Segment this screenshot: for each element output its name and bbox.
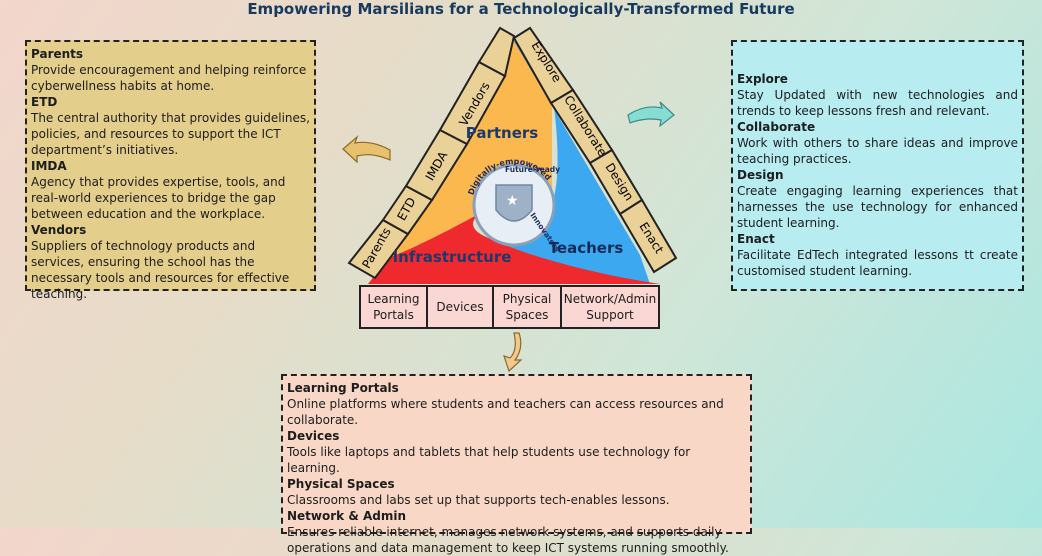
etd-heading: ETD	[31, 95, 58, 109]
imda-heading: IMDA	[31, 159, 67, 173]
collaborate-text: Work with others to share ideas and impr…	[737, 136, 1018, 166]
triangle-diagram: ★ Digitally-empowered Future-ready Innov…	[342, 26, 678, 373]
teachers-sector	[482, 38, 650, 284]
design-text: Create engaging learning experiences tha…	[737, 184, 1018, 230]
physical-spaces-text: Classrooms and labs set up that supports…	[287, 493, 670, 507]
partners-label: Partners	[466, 124, 539, 142]
etd-text: The central authority that provides guid…	[31, 111, 310, 157]
cell-network-admin: Network/Admin Support	[560, 285, 660, 329]
arrow-down-icon	[503, 332, 523, 373]
devices-text: Tools like laptops and tablets that help…	[287, 445, 691, 475]
collaborate-heading: Collaborate	[737, 120, 816, 134]
devices-heading: Devices	[287, 429, 340, 443]
network-admin-text: Ensures reliable internet, manages netwo…	[287, 525, 729, 555]
teachers-info-box: Explore Stay Updated with new technologi…	[731, 40, 1024, 291]
learning-portals-heading: Learning Portals	[287, 381, 399, 395]
parents-text: Provide encouragement and helping reinfo…	[31, 63, 307, 93]
vendors-heading: Vendors	[31, 223, 87, 237]
physical-spaces-heading: Physical Spaces	[287, 477, 395, 491]
emblem-star-icon: ★	[506, 193, 519, 209]
cell-devices: Devices	[426, 285, 494, 329]
teachers-label: Teachers	[549, 239, 624, 257]
imda-text: Agency that provides expertise, tools, a…	[31, 175, 286, 221]
emblem-top-text: Future-ready	[505, 165, 560, 174]
enact-text: Facilitate EdTech integrated lessons tt …	[737, 248, 1018, 278]
vendors-text: Suppliers of technology products and ser…	[31, 239, 290, 301]
partners-info-box: Parents Provide encouragement and helpin…	[25, 40, 316, 301]
enact-heading: Enact	[737, 232, 775, 246]
network-admin-heading: Network & Admin	[287, 509, 407, 523]
left-band	[347, 26, 516, 280]
cell-physical-spaces: Physical Spaces	[492, 285, 562, 329]
page-title: Empowering Marsilians for a Technologica…	[247, 0, 795, 18]
infrastructure-info-box: Learning Portals Online platforms where …	[281, 374, 752, 555]
explore-text: Stay Updated with new technologies and t…	[737, 88, 1018, 118]
parents-heading: Parents	[31, 47, 84, 61]
learning-portals-text: Online platforms where students and teac…	[287, 397, 724, 427]
explore-heading: Explore	[737, 72, 788, 86]
right-band	[512, 26, 678, 274]
arrow-left-icon	[342, 135, 391, 164]
arrow-right-icon	[627, 101, 675, 128]
cell-learning-portals: Learning Portals	[359, 285, 428, 329]
infrastructure-sector	[368, 212, 660, 284]
infrastructure-label: Infrastructure	[393, 248, 512, 266]
design-heading: Design	[737, 168, 784, 182]
